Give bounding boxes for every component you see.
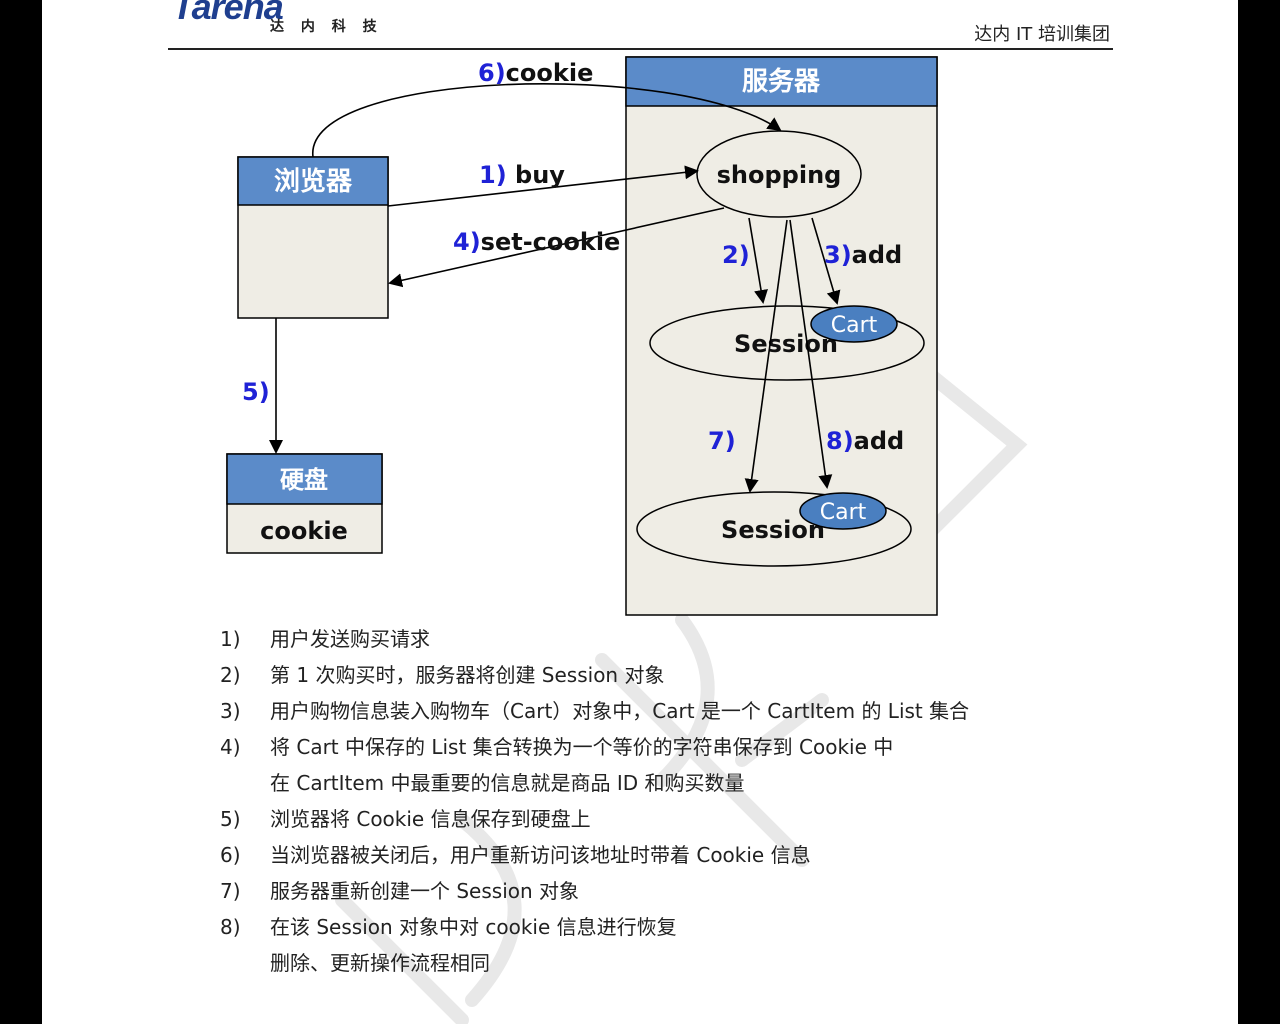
cart-top-label: Cart — [831, 313, 878, 338]
label-8-add: 8)add — [826, 427, 904, 455]
browser-title: 浏览器 — [274, 167, 353, 197]
header-divider — [168, 48, 1113, 50]
label-1-buy: 1) buy — [479, 161, 565, 189]
arrow-2 — [748, 217, 768, 304]
list-item-text: 在 CartItem 中最重要的信息就是商品 ID 和购买数量 — [270, 771, 745, 795]
label-4-set-cookie: 4)set-cookie — [453, 228, 620, 256]
list-item-number: 4) — [220, 735, 241, 759]
disk-title: 硬盘 — [280, 466, 328, 494]
list-item-number: 2) — [220, 663, 241, 687]
list-item-number: 1) — [220, 627, 241, 651]
cart-bottom-label: Cart — [820, 500, 867, 525]
session-cookie-diagram: 服务器 浏览器 硬盘 cookie shopping Session Cart — [226, 56, 938, 616]
arrow-1-buy — [387, 165, 699, 207]
logo-subtitle: 达 内 科 技 — [270, 19, 383, 35]
tarena-logo: Tarena — [172, 0, 284, 27]
label-5: 5) — [242, 378, 270, 406]
arrow-4-set-cookie — [388, 207, 725, 288]
cart-bottom-node — [799, 492, 887, 530]
label-3-add: 3)add — [824, 241, 902, 269]
label-6-cookie: 6)cookie — [478, 59, 593, 87]
list-item-text: 第 1 次购买时，服务器将创建 Session 对象 — [270, 663, 665, 687]
server-title: 服务器 — [742, 67, 821, 97]
list-item-number: 7) — [220, 879, 241, 903]
disk-box: 硬盘 cookie — [226, 453, 383, 554]
arrow-6-cookie — [312, 83, 782, 158]
list-item-number: 6) — [220, 843, 241, 867]
cart-top-node — [810, 305, 898, 343]
list-item-number: 3) — [220, 699, 241, 723]
arrow-8-add — [789, 219, 833, 489]
list-item-text: 当浏览器被关闭后，用户重新访问该地址时带着 Cookie 信息 — [270, 843, 811, 867]
label-7: 7) — [708, 427, 736, 455]
session-top-node: Session Cart — [649, 305, 925, 381]
arrow-7 — [744, 219, 788, 493]
list-item-text: 用户发送购买请求 — [270, 627, 430, 651]
list-item-text: 浏览器将 Cookie 信息保存到硬盘上 — [270, 807, 591, 831]
header-company: 达内 IT 培训集团 — [974, 24, 1110, 45]
list-item-text: 将 Cart 中保存的 List 集合转换为一个等价的字符串保存到 Cookie… — [270, 735, 894, 759]
browser-box: 浏览器 — [237, 156, 389, 319]
disk-content: cookie — [260, 517, 348, 545]
list-item-text: 用户购物信息装入购物车（Cart）对象中，Cart 是一个 CartItem 的… — [270, 699, 970, 723]
label-2: 2) — [722, 241, 750, 269]
shopping-label: shopping — [717, 161, 842, 189]
list-item-text: 在该 Session 对象中对 cookie 信息进行恢复 — [270, 915, 677, 939]
shopping-node: shopping — [696, 130, 862, 218]
list-item-number: 5) — [220, 807, 241, 831]
document-page: Tarena 达 内 科 技 达内 IT 培训集团 服务器 — [42, 0, 1238, 1024]
list-item-number: 8) — [220, 915, 241, 939]
arrow-3-add — [811, 217, 841, 305]
session-bottom-node: Session Cart — [636, 491, 912, 567]
list-item-text: 服务器重新创建一个 Session 对象 — [270, 879, 580, 903]
list-item-text: 删除、更新操作流程相同 — [270, 951, 490, 975]
